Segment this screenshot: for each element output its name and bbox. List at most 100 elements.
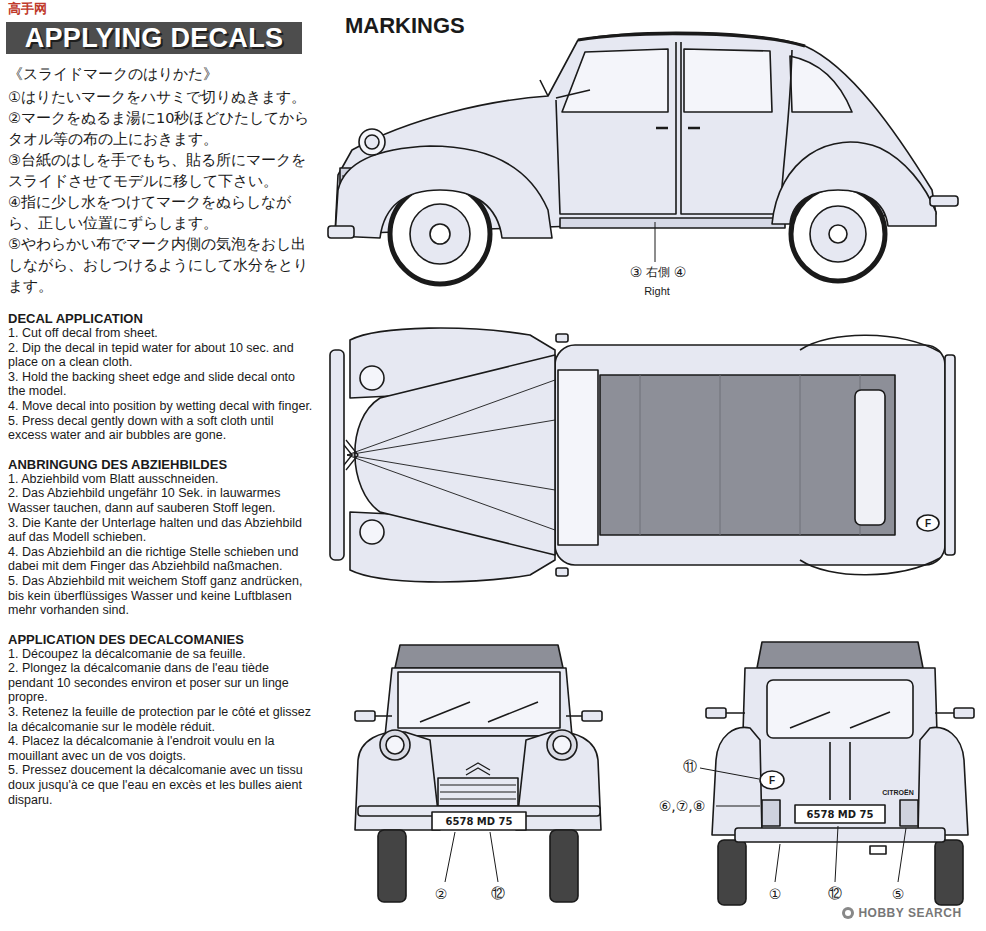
callout-number: ⑪ [683,758,697,776]
side-view [540,80,590,98]
instruction-step: ①はりたいマークをハサミで切りぬきます。 [8,87,314,108]
front-view [582,711,602,721]
rear-view [795,805,885,823]
top-view [330,350,344,560]
rear-view [757,642,923,668]
top-view [600,375,895,535]
top-view [355,355,555,555]
front-view [466,763,490,775]
front-view [440,785,516,799]
rear-view [718,840,746,905]
rear-view [790,712,890,728]
rear-view [767,680,913,738]
top-view [640,375,860,535]
front-view [378,830,406,902]
rear-wheel [791,187,885,281]
rear-wheel [829,225,847,243]
rear-view [830,742,850,800]
front-wheel [390,184,490,284]
front-view [547,730,577,760]
callout-number: ④ [674,264,687,280]
instruction-step: 4. Das Abziehbild an die richtige Stelle… [8,545,314,574]
rear-view [900,800,918,826]
side-view [772,142,936,226]
side-view [328,226,354,238]
rear-view [740,668,940,830]
rear-view [918,727,968,835]
instruction-step: ②マークをぬるま湯に10秒ほどひたしてからタオル等の布の上におきます。 [8,108,314,150]
front-wheel [410,204,470,264]
instruction-heading: APPLICATION DES DECALCOMANIES [8,632,314,647]
side-label: 右側 [646,264,670,281]
hobby-search-logo [845,910,851,916]
front-wheel [430,224,450,244]
front-view [375,715,582,717]
rear-view [712,727,762,835]
instruction-step: 1. Découpez la décalcomanie de sa feuill… [8,647,314,662]
front-view [395,645,563,668]
front-view [355,645,602,902]
rear-wheel [791,187,885,281]
front-view [553,736,571,754]
front-view [432,812,526,830]
rear-view [954,708,974,718]
top-view [347,380,555,530]
front-view [550,830,578,902]
title-banner: APPLYING DECALS [6,22,302,54]
instruction-heading: ANBRINGUNG DES ABZIEHBILDES [8,457,314,472]
rear-view [735,828,945,842]
license-plate: 6578 MD 75 [807,809,874,820]
side-view [656,127,700,129]
instruction-step: ③台紙のはしを手でもち、貼る所にマークをスライドさせてモデルに移して下さい。 [8,150,314,192]
rear-view [726,712,954,714]
front-view [380,730,410,760]
instruction-step: 4. Placez la décalcomanie à l'endroit vo… [8,734,314,763]
instruction-step: 4. Move decal into position by wetting d… [8,399,314,414]
top-view [330,328,955,582]
instruction-step: ⑤やわらかい布でマーク内側の気泡をおし出しながら、おしつけるようにして水分をとり… [8,234,314,297]
top-view [945,355,955,555]
top-view [360,520,384,544]
watermark: HOBBY SEARCH [858,906,961,920]
instruction-step: 5. Das Abziehbild mit weichem Stoff ganz… [8,574,314,618]
rear-view [870,846,886,854]
instruction-step: 2. Dip the decal in tepid water for abou… [8,341,314,370]
side-view [328,32,958,284]
callout-number: ⑫ [828,885,842,903]
top-view [555,345,945,565]
country-badge: F [769,775,775,786]
front-view [420,702,538,722]
front-view [445,832,498,882]
license-plate: 6578 MD 75 [446,816,513,827]
top-view [360,366,384,390]
front-view [438,778,518,806]
front-view [398,672,560,728]
instruction-step: 3. Retenez la feuille de protection par … [8,705,314,734]
instruction-step: 1. Abziehbild vom Blatt ausschneiden. [8,472,314,487]
rear-view [700,768,906,882]
front-wheel [390,184,490,284]
top-view [800,558,940,575]
rear-view [700,642,974,905]
top-view [558,370,598,545]
section-heading: MARKINGS [345,13,465,39]
callout-number: ⑥,⑦,⑧ [659,798,706,814]
country-badge: F [925,518,931,529]
hobby-search-logo [842,907,854,919]
instruction-column: 《スライドマークのはりかた》①はりたいマークをハサミで切りぬきます。②マークをぬ… [8,64,314,807]
instruction-heading: 《スライドマークのはりかた》 [8,64,314,85]
instruction-step: 5. Press decal gently down with a soft c… [8,414,314,443]
side-view [335,146,552,238]
side-view [359,129,385,155]
rear-wheel [810,206,866,262]
instruction-step: 2. Das Abziehbild ungefähr 10 Sek. in la… [8,486,314,515]
instruction-step: ④指に少し水をつけてマークをぬらしながら、正しい位置にずらします。 [8,192,314,234]
front-view [355,711,375,721]
callout-number: ⑤ [892,886,905,902]
top-view [917,515,939,531]
callout-number: ③ [630,264,643,280]
watermark: 高手网 [8,0,47,18]
instruction-step: 1. Cut off decal from sheet. [8,326,314,341]
maker-badge: CITROËN [882,789,914,796]
